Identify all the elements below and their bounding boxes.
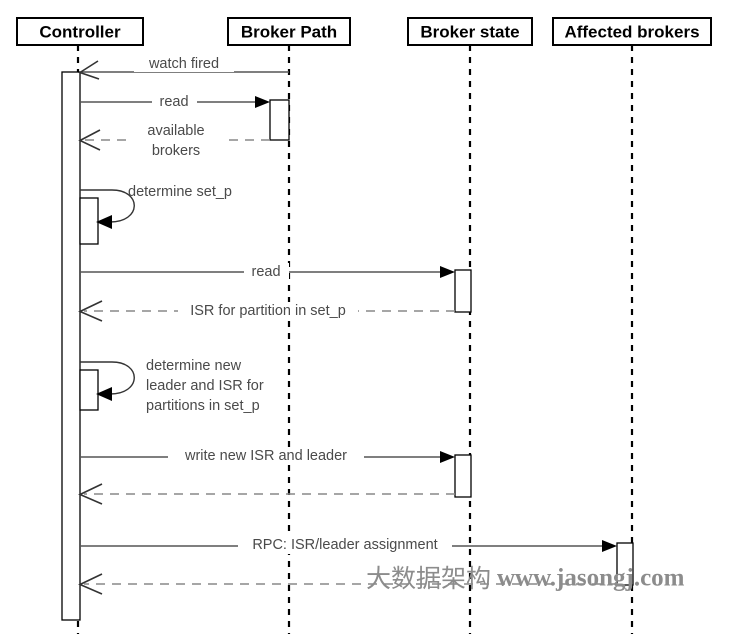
participant-box-affected-brokers xyxy=(552,17,712,46)
activation-bar-affected-brokers xyxy=(616,542,634,586)
message-label-determine-new-leader-line2: leader and ISR for xyxy=(146,378,264,394)
participant-headers: Controller Broker Path Broker state Affe… xyxy=(16,17,712,46)
label-bg-isr-for-partition xyxy=(178,302,358,320)
arrowhead-available-brokers xyxy=(78,129,101,151)
message-label-determine-new-leader-line1: determine new xyxy=(146,358,242,374)
arrowhead-determine-set-p xyxy=(96,215,112,229)
watermark-url-text: www.jasongj.com xyxy=(497,565,685,592)
activation-bar-broker-state-2 xyxy=(454,454,472,498)
activation-bar-controller-main xyxy=(61,71,81,621)
message-label-available-brokers-line1: available xyxy=(147,123,204,139)
participant-controller[interactable]: Controller xyxy=(16,17,144,46)
label-bg-watch-fired xyxy=(134,55,234,72)
message-rpc-assignment[interactable]: RPC: ISR/leader assignment xyxy=(80,536,617,554)
activation-bars-layer xyxy=(61,71,634,621)
message-determine-set-p[interactable]: determine set_p xyxy=(80,184,232,229)
activation-bar-controller-self-1 xyxy=(79,197,99,245)
label-bg-available-brokers xyxy=(132,122,222,158)
message-rpc-ack-return[interactable] xyxy=(78,573,617,595)
participant-label-controller: Controller xyxy=(39,22,121,41)
participant-box-broker-path xyxy=(227,17,351,46)
message-label-write-new-isr: write new ISR and leader xyxy=(184,448,347,464)
message-read-broker-state[interactable]: read xyxy=(80,263,455,280)
message-label-read-broker-state: read xyxy=(251,264,280,280)
watermark: 大数据架构 www.jasongj.com xyxy=(366,564,685,593)
arrowhead-read-broker-state xyxy=(440,266,455,278)
message-line-determine-new-leader xyxy=(80,361,135,395)
arrowhead-rpc-ack-return xyxy=(78,573,103,595)
arrowhead-isr-for-partition xyxy=(78,300,103,322)
arrowhead-rpc-assignment xyxy=(602,540,617,552)
participant-label-affected-brokers: Affected brokers xyxy=(564,22,699,41)
participant-box-controller xyxy=(16,17,144,46)
participant-label-broker-state: Broker state xyxy=(420,22,519,41)
message-line-determine-set-p xyxy=(80,189,135,223)
label-bg-rpc-assignment xyxy=(238,536,452,554)
message-label-watch-fired: watch fired xyxy=(148,56,219,72)
activation-bar-controller-self-2 xyxy=(79,369,99,411)
arrowhead-watch-fired xyxy=(78,60,100,80)
label-bg-read-broker-path xyxy=(152,93,197,110)
participant-broker-state[interactable]: Broker state xyxy=(407,17,533,46)
message-read-broker-path[interactable]: read xyxy=(80,93,270,110)
label-bg-write-new-isr xyxy=(168,447,364,465)
message-write-ack-return[interactable] xyxy=(78,483,455,505)
message-label-read-broker-path: read xyxy=(159,94,188,110)
message-isr-for-partition[interactable]: ISR for partition in set_p xyxy=(78,300,455,322)
participant-label-broker-path: Broker Path xyxy=(241,22,337,41)
message-label-determine-new-leader-line3: partitions in set_p xyxy=(146,398,260,414)
watermark-chinese-text: 大数据架构 xyxy=(366,564,491,593)
message-available-brokers[interactable]: available brokers xyxy=(78,122,270,159)
message-label-isr-for-partition: ISR for partition in set_p xyxy=(190,303,346,319)
message-label-rpc-assignment: RPC: ISR/leader assignment xyxy=(252,537,437,553)
message-label-available-brokers-line2: brokers xyxy=(152,143,200,159)
arrowhead-read-broker-path xyxy=(255,96,270,108)
arrowhead-determine-new-leader xyxy=(96,387,112,401)
participant-broker-path[interactable]: Broker Path xyxy=(227,17,351,46)
message-watch-fired[interactable]: watch fired xyxy=(78,55,289,80)
participant-affected-brokers[interactable]: Affected brokers xyxy=(552,17,712,46)
message-label-determine-set-p: determine set_p xyxy=(128,184,232,200)
label-bg-read-broker-state xyxy=(244,263,289,280)
arrowhead-write-new-isr xyxy=(440,451,455,463)
arrowhead-write-ack-return xyxy=(78,483,103,505)
activation-bar-broker-path xyxy=(269,99,290,141)
message-write-new-isr[interactable]: write new ISR and leader xyxy=(80,447,455,465)
participant-box-broker-state xyxy=(407,17,533,46)
activation-bar-broker-state-1 xyxy=(454,269,472,313)
message-determine-new-leader[interactable]: determine new leader and ISR for partiti… xyxy=(80,358,264,414)
